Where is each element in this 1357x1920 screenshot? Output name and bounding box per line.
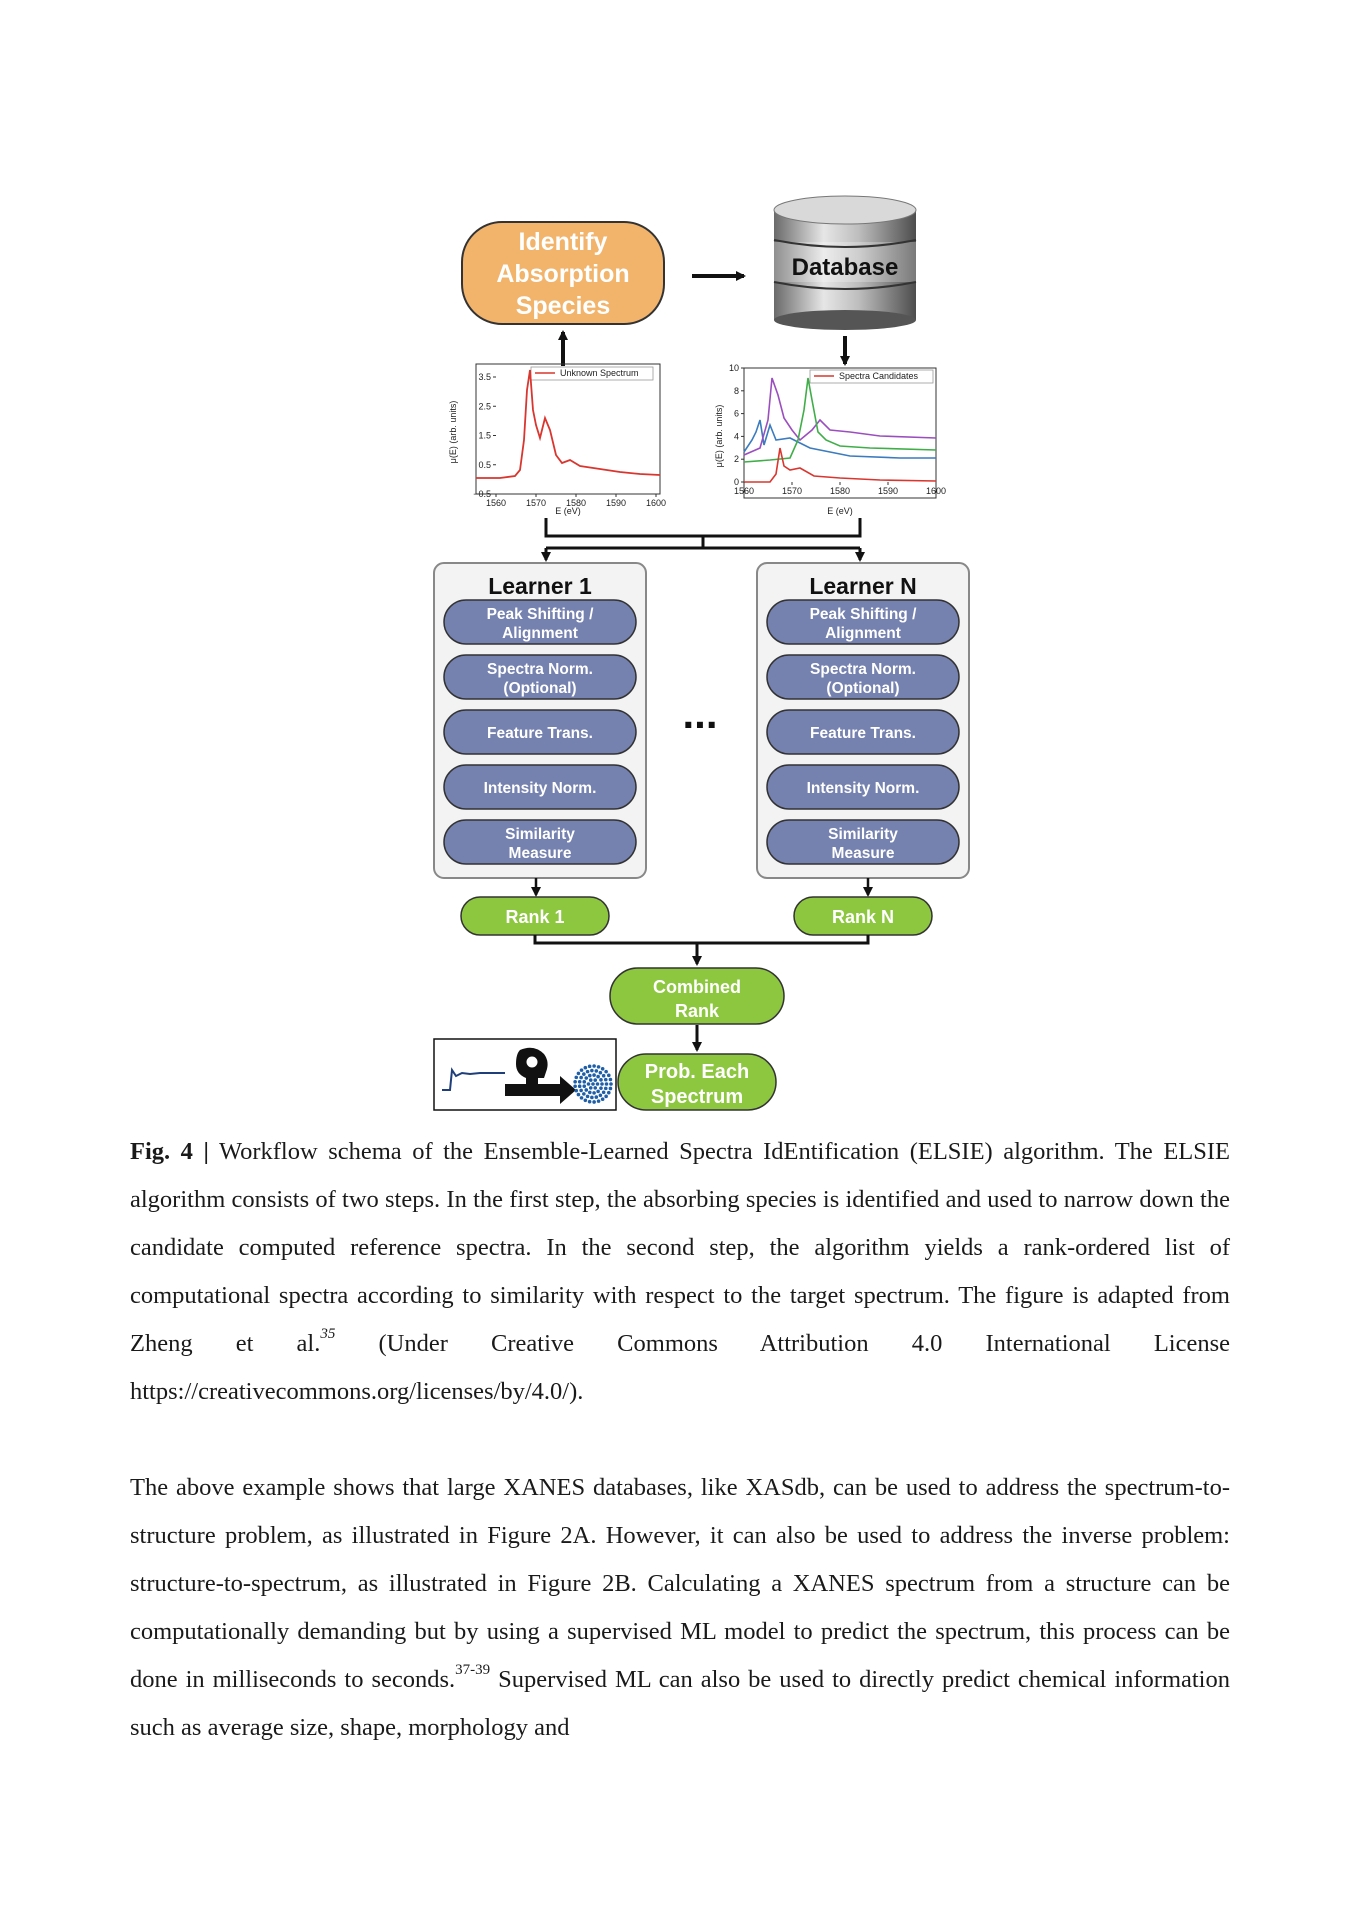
learner-1-box: Learner 1 Peak Shifting / AlignmentSpectr… xyxy=(433,562,647,879)
legend-unknown: Unknown Spectrum xyxy=(560,368,639,378)
unknown-spectrum-plot: Unknown Spectrum 1560 1570 1580 1590 1600 3.5… xyxy=(448,363,666,516)
learner-step-label: Intensity Norm. xyxy=(807,780,920,797)
learner-step-label: Feature Trans. xyxy=(810,725,916,742)
unknown-spectrum-line xyxy=(476,369,661,479)
learner-step-pill: Peak Shifting / Alignment xyxy=(766,599,960,645)
ellipsis: ... xyxy=(682,690,717,737)
rank-1-pill: Rank 1 xyxy=(460,896,610,936)
paragraph-ref: 37-39 xyxy=(455,1661,491,1678)
body-paragraph: The above example shows that large XANES… xyxy=(130,1464,1230,1752)
identify-absorption-species-box: Identify Absorption Species xyxy=(461,221,665,325)
y-tick-label: 10 xyxy=(729,363,739,373)
learner-step-label: Intensity Norm. xyxy=(484,780,597,797)
learner-step-label: Peak Shifting / xyxy=(487,606,594,623)
spectra-candidates-plot: Spectra Candidates 1560 1570 1580 1590 1600 1… xyxy=(714,363,946,516)
identify-line-3: Species xyxy=(516,292,611,320)
xlabel-left: E (eV) xyxy=(555,506,581,516)
combined-rank-pill: Combined Rank xyxy=(609,967,785,1025)
x-tick-label: 1600 xyxy=(926,486,946,496)
learner-step-label: Spectra Norm. xyxy=(810,661,916,678)
ylabel-right: μ(E) (arb. units) xyxy=(714,405,724,468)
prob-each-line-1: Prob. Each xyxy=(645,1061,749,1083)
y-tick-label: 6 xyxy=(734,409,739,419)
x-tick-label: 1570 xyxy=(782,486,802,496)
learner-step-pill: Spectra Norm. (Optional) xyxy=(766,654,960,700)
y-tick-label: 1.5 xyxy=(478,431,491,441)
identify-line-1: Identify xyxy=(519,228,608,256)
learner-step-pill: Spectra Norm. (Optional) xyxy=(443,654,637,700)
rank-n-pill: Rank N xyxy=(793,896,933,936)
y-tick-label: 0 xyxy=(734,477,739,487)
spectrum-icon xyxy=(442,1067,505,1091)
figure-caption: Fig. 4 | Workflow schema of the Ensemble… xyxy=(130,1128,1230,1416)
combined-rank-line-2: Rank xyxy=(675,1001,720,1021)
caption-text-2: (Under Creative Commons Attribution 4.0 … xyxy=(130,1330,1231,1405)
x-tick-label: 1580 xyxy=(830,486,850,496)
learner-step-label: (Optional) xyxy=(503,680,576,697)
candidate-red-line xyxy=(744,447,937,483)
learner-step-label: Spectra Norm. xyxy=(487,661,593,678)
y-tick-label: 4 xyxy=(734,431,739,441)
learner-n-title: Learner N xyxy=(809,573,916,599)
x-tick-label: 1590 xyxy=(606,498,626,508)
elsie-workflow-figure: Identify Absorption Species Database Unk… xyxy=(433,195,970,1111)
combined-rank-line-1: Combined xyxy=(653,977,741,997)
y-tick-label: 8 xyxy=(734,386,739,396)
rank-combine-lines xyxy=(533,935,870,1052)
learner-step-label: Alignment xyxy=(825,625,901,642)
y-tick-label: 3.5 xyxy=(478,372,491,382)
caption-ref: 35 xyxy=(320,1325,336,1342)
learner-step-label: Similarity xyxy=(505,826,575,843)
y-tick-label: 2.5 xyxy=(478,401,491,411)
candidate-blue-line xyxy=(743,419,936,459)
learner-step-label: Alignment xyxy=(502,625,578,642)
paragraph-text: The above example shows that large XANES… xyxy=(130,1474,1230,1693)
x-tick-label: 1590 xyxy=(878,486,898,496)
x-tick-label: 1560 xyxy=(734,486,754,496)
arrow-right-icon xyxy=(505,1076,576,1104)
x-tick-label: 1560 xyxy=(486,498,506,508)
learner-step-pill: Feature Trans. xyxy=(766,709,960,755)
learner-step-pill: Intensity Norm. xyxy=(443,764,637,810)
brain-head-icon xyxy=(516,1047,548,1084)
learner-step-pill: Feature Trans. xyxy=(443,709,637,755)
y-tick-label: −0.5 xyxy=(473,489,491,499)
x-tick-label: 1600 xyxy=(646,498,666,508)
caption-label: Fig. 4 | xyxy=(130,1138,209,1165)
prob-each-line-2: Spectrum xyxy=(651,1086,743,1108)
x-tick-label: 1580 xyxy=(566,498,586,508)
xlabel-right: E (eV) xyxy=(827,506,853,516)
prob-each-spectrum-pill: Prob. Each Spectrum xyxy=(617,1053,777,1111)
caption-text: Workflow schema of the Ensemble-Learned … xyxy=(130,1138,1231,1357)
database-label: Database xyxy=(792,254,899,281)
learner-step-label: Measure xyxy=(509,845,572,862)
learner-1-title: Learner 1 xyxy=(488,573,592,599)
y-tick-label: 2 xyxy=(734,454,739,464)
learner-step-label: (Optional) xyxy=(826,680,899,697)
database-icon: Database xyxy=(773,195,917,330)
rank-n-label: Rank N xyxy=(832,907,894,927)
paragraph-text-2: Supervised ML can also be used to direct… xyxy=(130,1666,1230,1741)
learner-n-box: Learner N Peak Shifting / AlignmentSpectr… xyxy=(756,562,970,879)
identify-line-2: Absorption xyxy=(496,260,629,288)
x-tick-label: 1570 xyxy=(526,498,546,508)
nanoparticle-icon xyxy=(573,1064,613,1104)
ml-inference-inset xyxy=(433,1038,617,1111)
learner-step-label: Similarity xyxy=(828,826,898,843)
rank-1-label: Rank 1 xyxy=(505,907,564,927)
candidate-green-line xyxy=(743,377,937,463)
learner-step-label: Peak Shifting / xyxy=(810,606,917,623)
learner-step-label: Feature Trans. xyxy=(487,725,593,742)
learner-step-pill: Peak Shifting / Alignment xyxy=(443,599,637,645)
plot-connector-lines xyxy=(541,518,865,562)
legend-candidates: Spectra Candidates xyxy=(839,371,919,381)
candidate-violet-line xyxy=(743,377,937,456)
learner-step-pill: Intensity Norm. xyxy=(766,764,960,810)
y-tick-label: 0.5 xyxy=(478,460,491,470)
learner-step-label: Measure xyxy=(832,845,895,862)
ylabel-left: μ(E) (arb. units) xyxy=(448,401,458,464)
